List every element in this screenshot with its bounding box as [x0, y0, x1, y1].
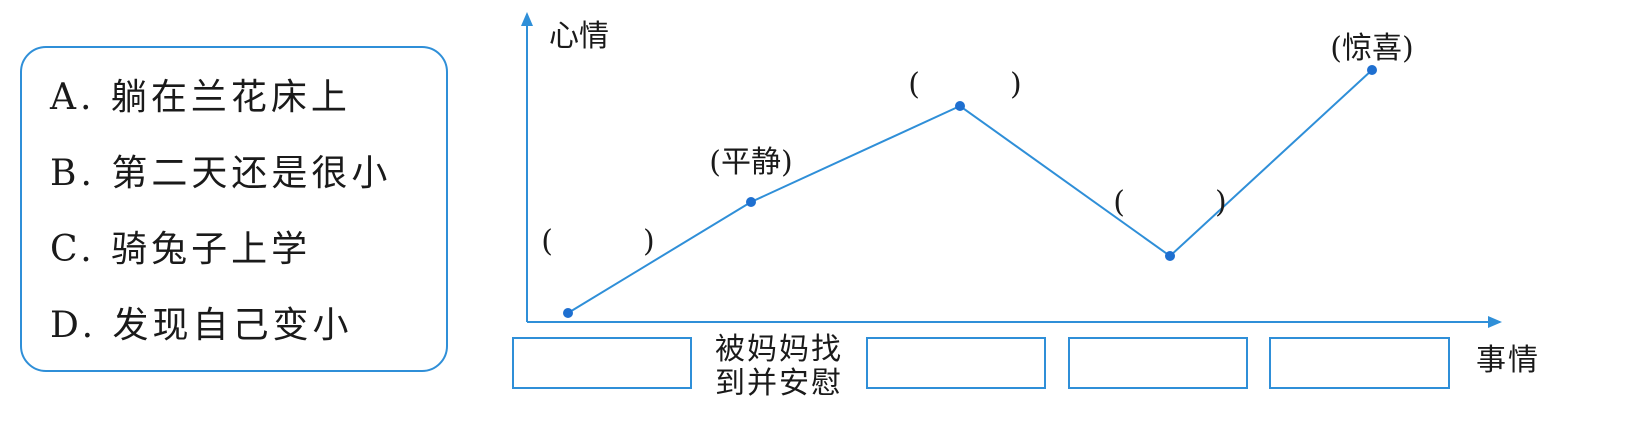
option-c: C. 骑兔子上学 [50, 230, 311, 270]
option-d: D. 发现自己变小 [50, 306, 353, 346]
mood-line [567, 69, 1373, 314]
option-text: 骑兔子上学 [111, 229, 312, 270]
event-text-line-2: 到并安慰 [715, 366, 843, 401]
x-axis-label: 事情 [1476, 343, 1540, 378]
mood-label-1[interactable]: ( ) [541, 224, 654, 259]
option-letter: B. [50, 153, 96, 194]
option-b: B. 第二天还是很小 [50, 154, 391, 194]
option-letter: C. [50, 229, 96, 270]
mood-point-1 [563, 308, 573, 318]
options-box: A. 躺在兰花床上 B. 第二天还是很小 C. 骑兔子上学 D. 发现自己变小 [20, 46, 448, 372]
mood-points: ( ) (平静) ( ) ( ) (惊喜) [541, 31, 1414, 318]
event-text-line-1: 被妈妈找 [715, 332, 843, 367]
option-letter: A. [50, 77, 96, 118]
event-box-2: 被妈妈找 到并安慰 [692, 333, 866, 401]
mood-label-4[interactable]: ( ) [1113, 185, 1226, 220]
mood-label-5[interactable]: (惊喜) [1330, 31, 1413, 66]
option-a: A. 躺在兰花床上 [50, 78, 351, 118]
option-letter: D. [50, 305, 98, 346]
event-box-5[interactable] [1269, 337, 1450, 389]
mood-label-2[interactable]: (平静) [709, 145, 792, 180]
option-text: 躺在兰花床上 [110, 77, 351, 118]
mood-point-3 [955, 101, 965, 111]
mood-point-5 [1367, 65, 1377, 75]
event-box-1[interactable] [512, 337, 692, 389]
mood-point-2 [746, 197, 756, 207]
y-axis-label: 心情 [549, 19, 609, 54]
event-box-3[interactable] [866, 337, 1046, 389]
event-box-4[interactable] [1068, 337, 1248, 389]
mood-label-3[interactable]: ( ) [908, 67, 1021, 102]
option-text: 第二天还是很小 [111, 153, 392, 194]
mood-point-4 [1165, 251, 1175, 261]
option-text: 发现自己变小 [112, 305, 353, 346]
